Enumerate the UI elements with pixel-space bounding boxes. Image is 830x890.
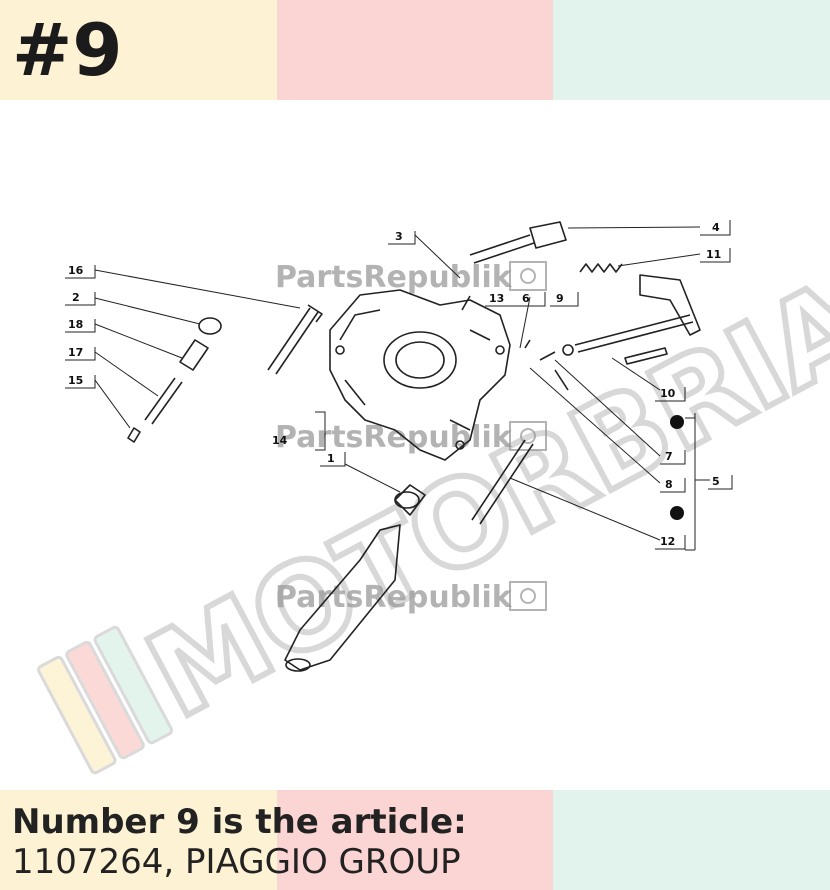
- header-band: [0, 0, 830, 100]
- pin-10: [624, 347, 668, 365]
- callout-1: 1: [327, 452, 335, 465]
- callout-11: 11: [706, 248, 721, 261]
- partsrepublik-watermark-1: PartsRepublik: [275, 260, 547, 295]
- rod-17: [144, 377, 183, 425]
- footer-band: [0, 790, 830, 890]
- parts-drawing: [127, 221, 701, 672]
- bearing-1: [394, 484, 426, 516]
- callout-3: 3: [395, 230, 403, 243]
- bolt-12: [471, 439, 534, 525]
- marker-dot-top: [670, 415, 684, 429]
- article-code-manufacturer: 1107264, PIAGGIO GROUP: [12, 842, 461, 882]
- band-yellow: [0, 0, 277, 100]
- callout-16: 16: [68, 264, 84, 277]
- exploded-parts-diagram: MOTORBRIA PartsRepublik PartsRepublik Pa…: [37, 220, 830, 775]
- callout-4: 4: [712, 221, 720, 234]
- callout-18: 18: [68, 318, 83, 331]
- callout-15: 15: [68, 374, 83, 387]
- callout-labels: 16 2 18 17 15 3 4 11 13 6 9 10 7 8 5 12 …: [65, 220, 733, 550]
- callout-14: 14: [272, 434, 288, 447]
- article-caption: Number 9 is the article:: [12, 802, 467, 842]
- svg-text:PartsRepublik: PartsRepublik: [275, 260, 513, 295]
- footer-band-yellow: [0, 790, 277, 890]
- bolt-16: [267, 304, 323, 375]
- footer-band-pink: [276, 790, 554, 890]
- part-number-heading: #9: [12, 8, 123, 92]
- partsrepublik-watermark-3: PartsRepublik: [275, 580, 547, 615]
- marker-dot-bottom: [670, 506, 684, 520]
- callout-8: 8: [665, 478, 673, 491]
- svg-text:PartsRepublik: PartsRepublik: [275, 580, 513, 615]
- sensor-4: [469, 221, 567, 264]
- gear-shaft: [574, 314, 694, 353]
- svg-text:PartsRepublik: PartsRepublik: [275, 420, 513, 455]
- brand-watermark-text: MOTORBRIA: [126, 253, 830, 745]
- band-pink: [276, 0, 554, 100]
- callout-7: 7: [665, 450, 673, 463]
- lever-bracket: [639, 274, 701, 336]
- callout-6: 6: [522, 292, 530, 305]
- tube-assembly: [284, 524, 401, 671]
- sleeve-18: [179, 339, 209, 371]
- callout-13: 13: [489, 292, 504, 305]
- spring-11: [579, 263, 623, 273]
- footer-band-mint: [553, 790, 830, 890]
- callout-2: 2: [72, 291, 80, 304]
- leader-lines: [94, 226, 710, 551]
- motorbria-watermark: MOTORBRIA: [37, 250, 830, 775]
- callout-12: 12: [660, 535, 675, 548]
- crankcase-housing: [329, 289, 511, 461]
- callout-10: 10: [660, 387, 676, 400]
- cap-2: [198, 317, 222, 335]
- callout-9: 9: [556, 292, 564, 305]
- callout-5: 5: [712, 475, 720, 488]
- screw-15: [127, 427, 141, 443]
- callout-17: 17: [68, 346, 83, 359]
- band-mint: [553, 0, 830, 100]
